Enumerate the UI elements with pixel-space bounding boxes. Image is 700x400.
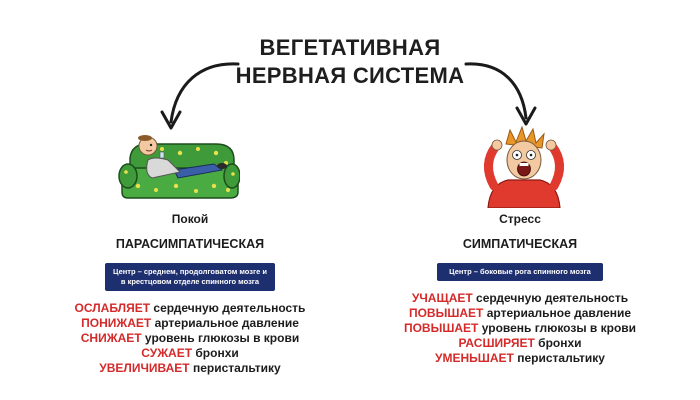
effect-item: УЧАЩАЕТ сердечную деятельность — [411, 291, 629, 305]
arrow-right-head — [515, 106, 537, 126]
parasympathetic-column: Покой ПАРАСИМПАТИЧЕСКАЯ Центр – среднем,… — [40, 212, 340, 376]
sympathetic-column: Стресс СИМПАТИЧЕСКАЯ Центр – боковые рог… — [370, 212, 670, 366]
effect-item: УМЕНЬШАЕТ перистальтику — [435, 351, 605, 365]
effect-item: ПОВЫШАЕТ артериальное давление — [408, 306, 632, 320]
diagram-title: ВЕГЕТАТИВНАЯ НЕРВНАЯ СИСТЕМА — [200, 34, 500, 90]
effect-item: ПОВЫШАЕТ уровень глюкозы в крови — [403, 321, 637, 335]
effect-item: РАСШИРЯЕТ бронхи — [458, 336, 582, 350]
effect-item: ОСЛАБЛЯЕТ сердечную деятельность — [74, 301, 306, 315]
effect-item: СНИЖАЕТ уровень глюкозы в крови — [80, 331, 300, 345]
relaxed-man-icon — [118, 135, 240, 199]
title-line-1: ВЕГЕТАТИВНАЯ — [259, 35, 441, 60]
effect-item: СУЖАЕТ бронхи — [141, 346, 239, 360]
stress-state-label: Стресс — [499, 212, 541, 226]
parasympathetic-center-box: Центр – среднем, продолговатом мозге и в… — [105, 263, 275, 291]
sympathetic-effects: УЧАЩАЕТ сердечную деятельность ПОВЫШАЕТ … — [370, 291, 670, 366]
sympathetic-center-box: Центр – боковые рога спинного мозга — [437, 263, 603, 281]
title-line-2: НЕРВНАЯ СИСТЕМА — [235, 63, 465, 88]
effect-item: УВЕЛИЧИВАЕТ перистальтику — [99, 361, 281, 375]
rest-state-label: Покой — [171, 212, 209, 226]
arrow-left-head — [160, 110, 182, 130]
parasympathetic-effects: ОСЛАБЛЯЕТ сердечную деятельность ПОНИЖАЕ… — [40, 301, 340, 376]
effect-item: ПОНИЖАЕТ артериальное давление — [81, 316, 299, 330]
sympathetic-title: СИМПАТИЧЕСКАЯ — [462, 237, 578, 251]
parasympathetic-title: ПАРАСИМПАТИЧЕСКАЯ — [115, 237, 265, 251]
stressed-man-icon — [484, 125, 564, 208]
